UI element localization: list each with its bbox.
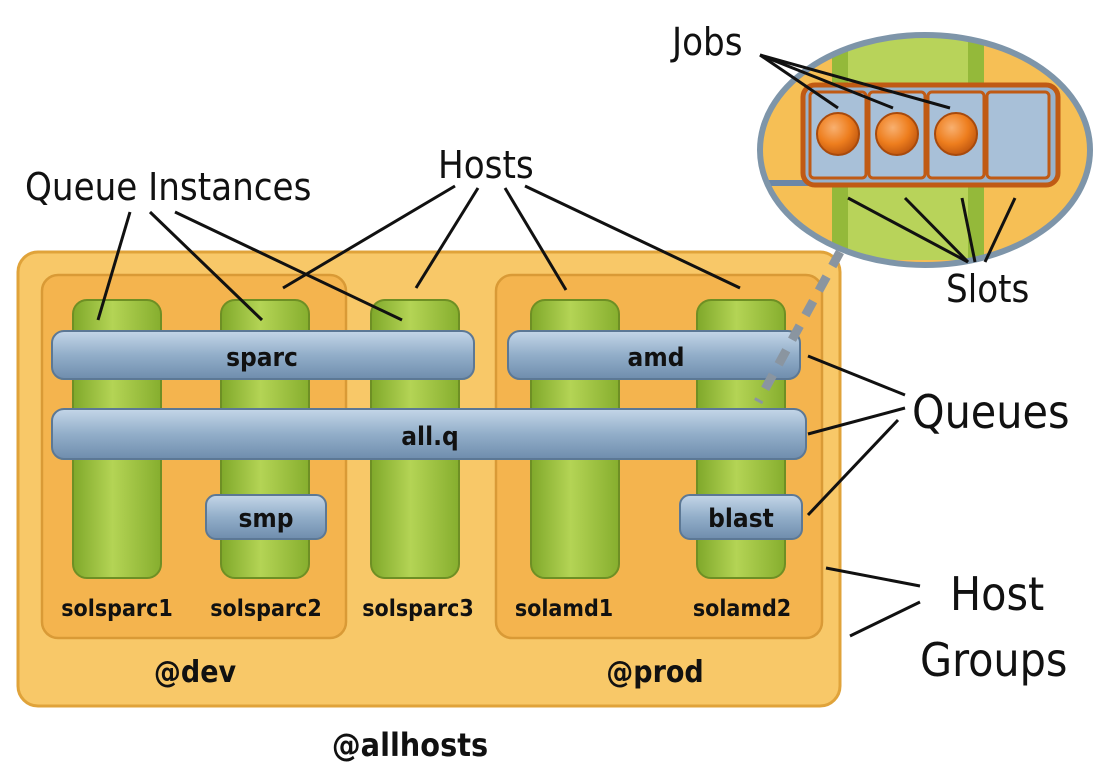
queue-label-allq: all.q (401, 422, 458, 452)
group-label-dev: @dev (154, 655, 237, 690)
group-label-prod: @prod (606, 655, 704, 690)
queue-label-amd: amd (628, 343, 685, 373)
queue-allq (51, 408, 807, 460)
callout-label-slots: Slots (946, 267, 1029, 311)
host-label-solsparc3: solsparc3 (362, 596, 474, 622)
queue-label-blast: blast (708, 504, 774, 534)
callout-lines (96, 53, 1017, 638)
host-label-solamd1: solamd1 (515, 596, 613, 622)
host-label-solsparc2: solsparc2 (210, 596, 322, 622)
callout-label-jobs: Jobs (670, 20, 743, 64)
callout-label-groups: Groups (920, 633, 1067, 687)
queue-amd (507, 330, 801, 380)
job-2 (875, 112, 919, 156)
host-label-solamd2: solamd2 (693, 596, 791, 622)
group-label-allhosts: @allhosts (332, 726, 488, 764)
host-label-solsparc1: solsparc1 (61, 596, 173, 622)
queue-sparc (51, 330, 475, 380)
slot-4 (985, 90, 1051, 180)
queue-label-sparc: sparc (226, 343, 298, 373)
callout-label-queues: Queues (912, 385, 1070, 439)
queue-blast (679, 494, 803, 540)
queue-smp (205, 494, 327, 540)
callout-label-queue-instances: Queue Instances (25, 165, 311, 209)
callout-label-hosts: Hosts (438, 143, 534, 187)
queue-label-smp: smp (238, 504, 293, 534)
zoom-connector (754, 249, 844, 405)
job-1 (816, 112, 860, 156)
zoom-inset (757, 32, 1093, 268)
callout-label-host: Host (950, 567, 1044, 621)
job-3 (934, 112, 978, 156)
